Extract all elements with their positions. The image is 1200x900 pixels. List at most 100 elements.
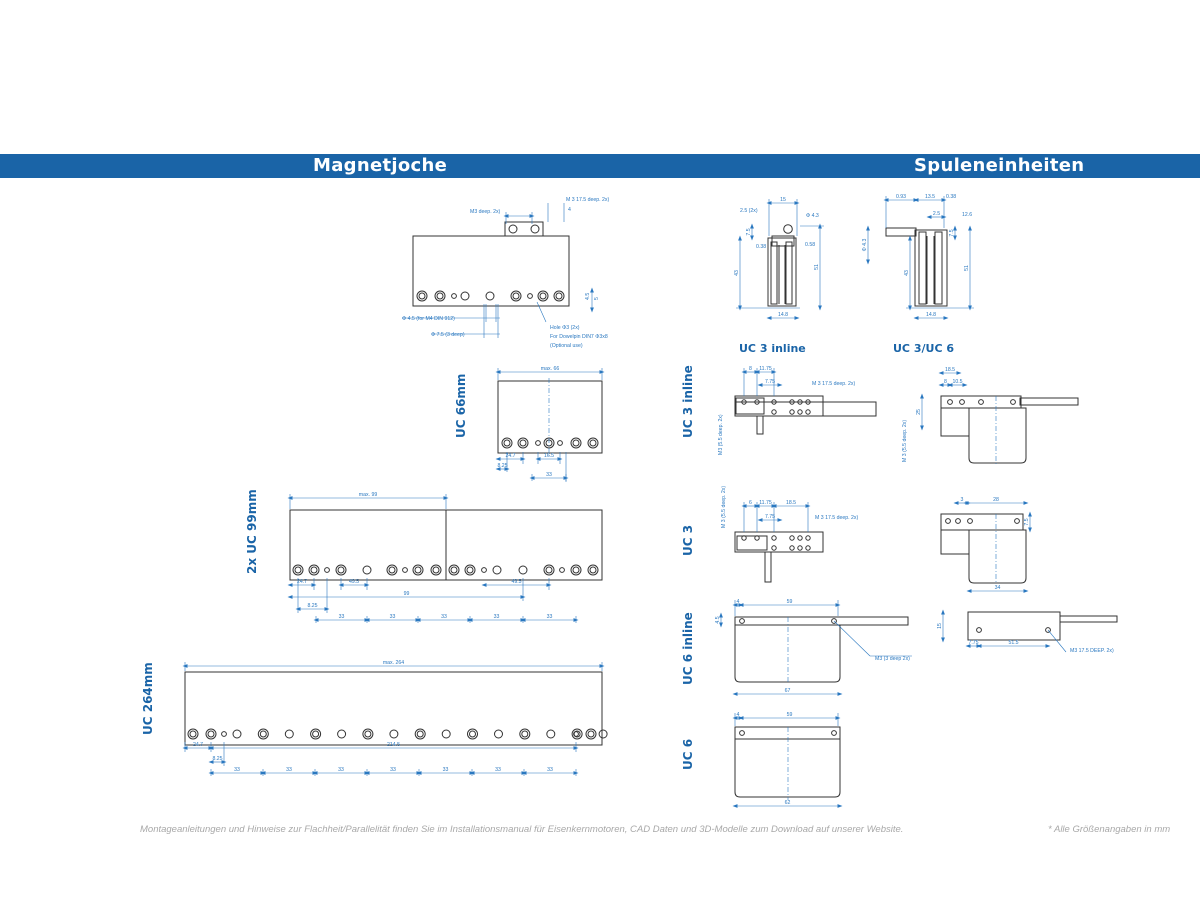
threaded-hole [530, 224, 540, 234]
dim-67: 67 [785, 688, 791, 694]
dim-49-5-left: 49.5 [349, 579, 359, 585]
bolt-hole-inner [364, 730, 372, 738]
bolt-hole-inner [587, 730, 595, 738]
threaded-hole [508, 224, 518, 234]
label-m3-3-deep: M3 (3 deep 2x) [875, 656, 910, 662]
coil-s4-block [940, 529, 970, 555]
bolt-hole [434, 290, 446, 302]
s6-hole [976, 627, 982, 633]
s2-hole [1010, 399, 1016, 405]
bolt-hole-inner [294, 566, 302, 574]
s2-hole [959, 399, 965, 405]
pitch-dimension: 33 [546, 472, 552, 478]
bolt-hole [292, 564, 304, 576]
footer-units-note: * Alle Größenangaben in mm [1048, 824, 1171, 835]
bolt-hole-inner [414, 566, 422, 574]
dim-11-75: 11.75 [759, 500, 772, 506]
threaded-hole [284, 729, 294, 739]
dim-14-8: 14.8 [926, 312, 936, 318]
dim-99: 99 [404, 591, 410, 597]
bolt-hole-inner [189, 730, 197, 738]
bolt-hole [464, 564, 476, 576]
s4-hole [945, 518, 951, 524]
coil-s7-bar [734, 726, 841, 740]
s4-hole [1014, 518, 1020, 524]
s3-hole [789, 545, 795, 551]
footer-note: Montageanleitungen und Hinweise zur Flac… [140, 824, 904, 835]
note-optional: (Optional use) [550, 343, 583, 349]
bolt-hole [187, 728, 199, 740]
bolt-hole [587, 564, 599, 576]
coil-s6-cable [1059, 615, 1118, 623]
dim-24-7: 24.7 [505, 453, 515, 459]
dim-59: 59 [787, 599, 793, 605]
dim-15: 15 [780, 197, 786, 203]
bolt-hole [519, 728, 531, 740]
bolt-hole [587, 437, 599, 449]
yoke-detail-body [412, 235, 570, 307]
dim-7-5: 7.5 [746, 228, 752, 235]
label-uc66: UC 66mm [454, 374, 468, 438]
bolt-hole [310, 728, 322, 740]
dim-8: 8 [944, 379, 947, 385]
dim-max-99: max. 99 [359, 492, 378, 498]
pin-hole [451, 293, 457, 299]
coil-s1-lug [735, 397, 765, 415]
dim-max-66: max. 66 [541, 366, 560, 372]
label-m3-vert: M 3 (5.5 deep. 2x) [721, 486, 727, 528]
threaded-hole [232, 729, 242, 739]
dim-51: 51 [814, 264, 820, 270]
pin-hole [527, 293, 533, 299]
pin-hole [559, 567, 565, 573]
coil-s7-housing [734, 738, 841, 798]
coil-a-head [771, 235, 795, 247]
bolt-hole [537, 290, 549, 302]
bolt-hole [501, 437, 513, 449]
threaded-hole [460, 291, 470, 301]
bolt-hole-inner [388, 566, 396, 574]
label-uc6-side: UC 6 [681, 739, 695, 770]
s1-hole [741, 399, 747, 405]
bolt-hole-inner [555, 292, 563, 300]
threaded-hole [494, 729, 503, 739]
s3-hole [741, 535, 747, 541]
pitch-dimension: 33 [339, 614, 345, 620]
dim-2-5: 2.5 (2x) [740, 208, 758, 214]
dim-4-5: 4.5 [585, 293, 591, 300]
label-uc6-inline-side: UC 6 inline [681, 612, 695, 685]
coil-s3-lug [736, 535, 768, 551]
s4-hole [967, 518, 973, 524]
dim-3: 3 [961, 497, 964, 503]
s3-hole [771, 545, 777, 551]
label-2x-uc99: 2x UC 99mm [245, 489, 259, 574]
bolt-hole [517, 437, 529, 449]
coil-s5-bar [734, 616, 909, 626]
coil-s5-housing [734, 624, 841, 683]
s3-hole [797, 545, 803, 551]
pitch-dimension: 33 [286, 767, 292, 773]
pitch-dimension: 33 [547, 614, 553, 620]
coil-s2-bar [940, 395, 1022, 409]
s1-hole [789, 409, 795, 415]
s1-hole [805, 409, 811, 415]
bolt-hole-inner [589, 566, 597, 574]
dim-16-5: 16.5 [544, 453, 554, 459]
s5-hole [831, 618, 837, 624]
dim-14-8: 14.8 [778, 312, 788, 318]
coil-s1-tab [756, 415, 764, 435]
pitch-dimension: 33 [234, 767, 240, 773]
s3-hole [805, 545, 811, 551]
bolt-hole-inner [589, 439, 597, 447]
label-m3-deep: M3 17.5 DEEP. 2x) [1070, 648, 1114, 654]
s3-hole [771, 535, 777, 541]
threaded-hole [546, 729, 556, 739]
threaded-hole [389, 729, 399, 739]
pitch-dimension: 33 [494, 614, 500, 620]
dim-7-75: 7.75 [765, 514, 775, 520]
bolt-hole-inner [503, 439, 511, 447]
bolt-hole [570, 564, 582, 576]
bolt-hole [414, 728, 426, 740]
header-band: Magnetjoche Spuleneinheiten [0, 154, 1200, 178]
s2-hole [978, 399, 984, 405]
